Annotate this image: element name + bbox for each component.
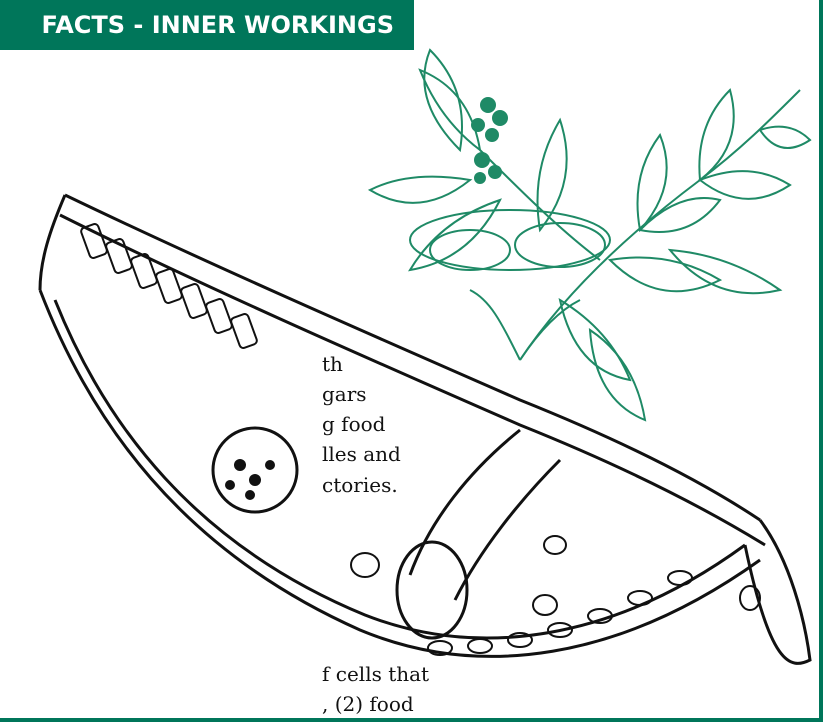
leaf-cross-section-illustration	[0, 0, 827, 724]
